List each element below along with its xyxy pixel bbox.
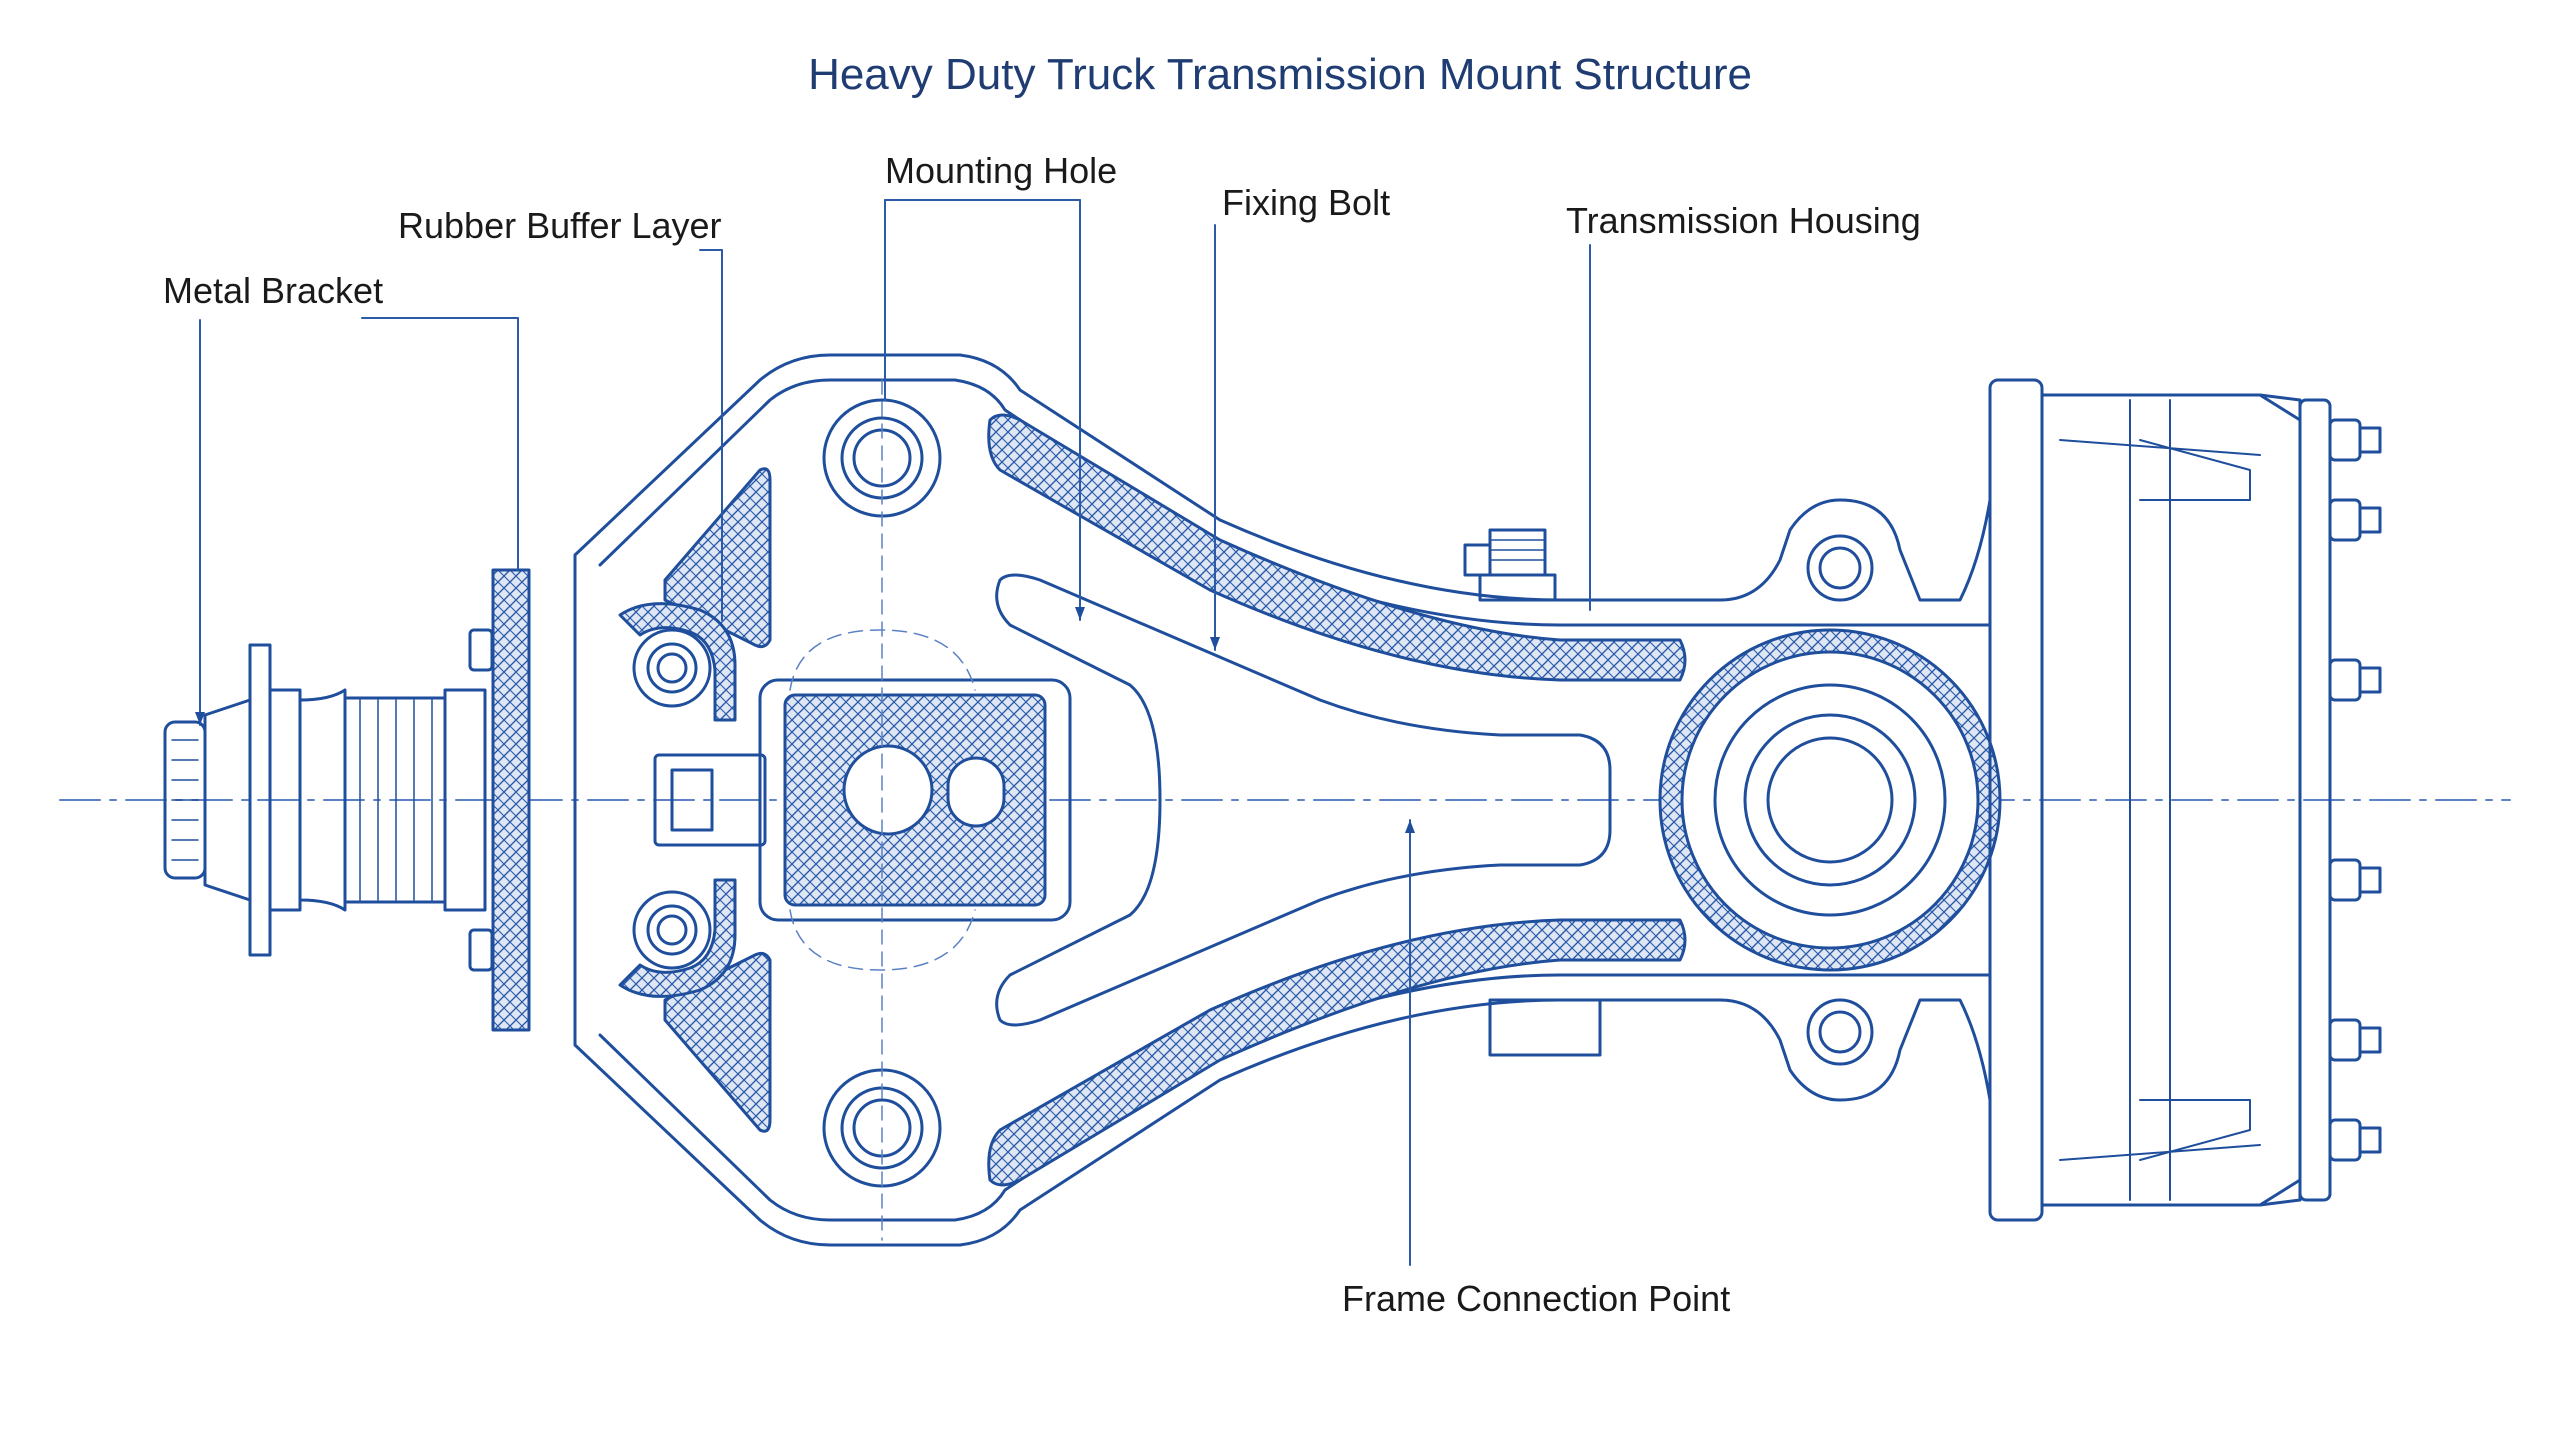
rubber-sleeve-upper <box>618 602 737 722</box>
mounting-hole-ear-top <box>1806 534 1874 602</box>
label-metal-bracket: Metal Bracket <box>163 270 384 311</box>
rubber-pad-upper <box>663 467 772 649</box>
label-mounting-hole: Mounting Hole <box>885 150 1118 191</box>
top-fixing-bolt <box>1463 528 1557 602</box>
label-transmission-housing: Transmission Housing <box>1566 200 1921 241</box>
bottom-nut <box>1488 998 1602 1057</box>
threaded-stud <box>163 628 494 972</box>
mounting-hole-side-upper <box>632 628 712 708</box>
label-rubber-buffer-layer: Rubber Buffer Layer <box>398 205 722 246</box>
transmission-housing <box>1988 378 2382 1222</box>
rubber-strip-top <box>987 413 1687 682</box>
flange-plate <box>491 568 531 1032</box>
leader-lines <box>199 199 1591 1266</box>
label-fixing-bolt: Fixing Bolt <box>1222 182 1391 223</box>
label-frame-connection-point: Frame Connection Point <box>1342 1278 1731 1319</box>
mounting-hole-side-lower <box>632 890 712 970</box>
inner-slot <box>995 573 1612 1027</box>
center-block-frame <box>758 678 1072 922</box>
rubber-sleeve-lower <box>618 878 737 998</box>
housing-bolts <box>2328 418 2382 1162</box>
rubber-strip-bottom <box>987 918 1687 1187</box>
diagram-title: Heavy Duty Truck Transmission Mount Stru… <box>808 50 1752 99</box>
mounting-hole-ear-bottom <box>1806 998 1874 1066</box>
rubber-pad-lower <box>663 951 772 1133</box>
